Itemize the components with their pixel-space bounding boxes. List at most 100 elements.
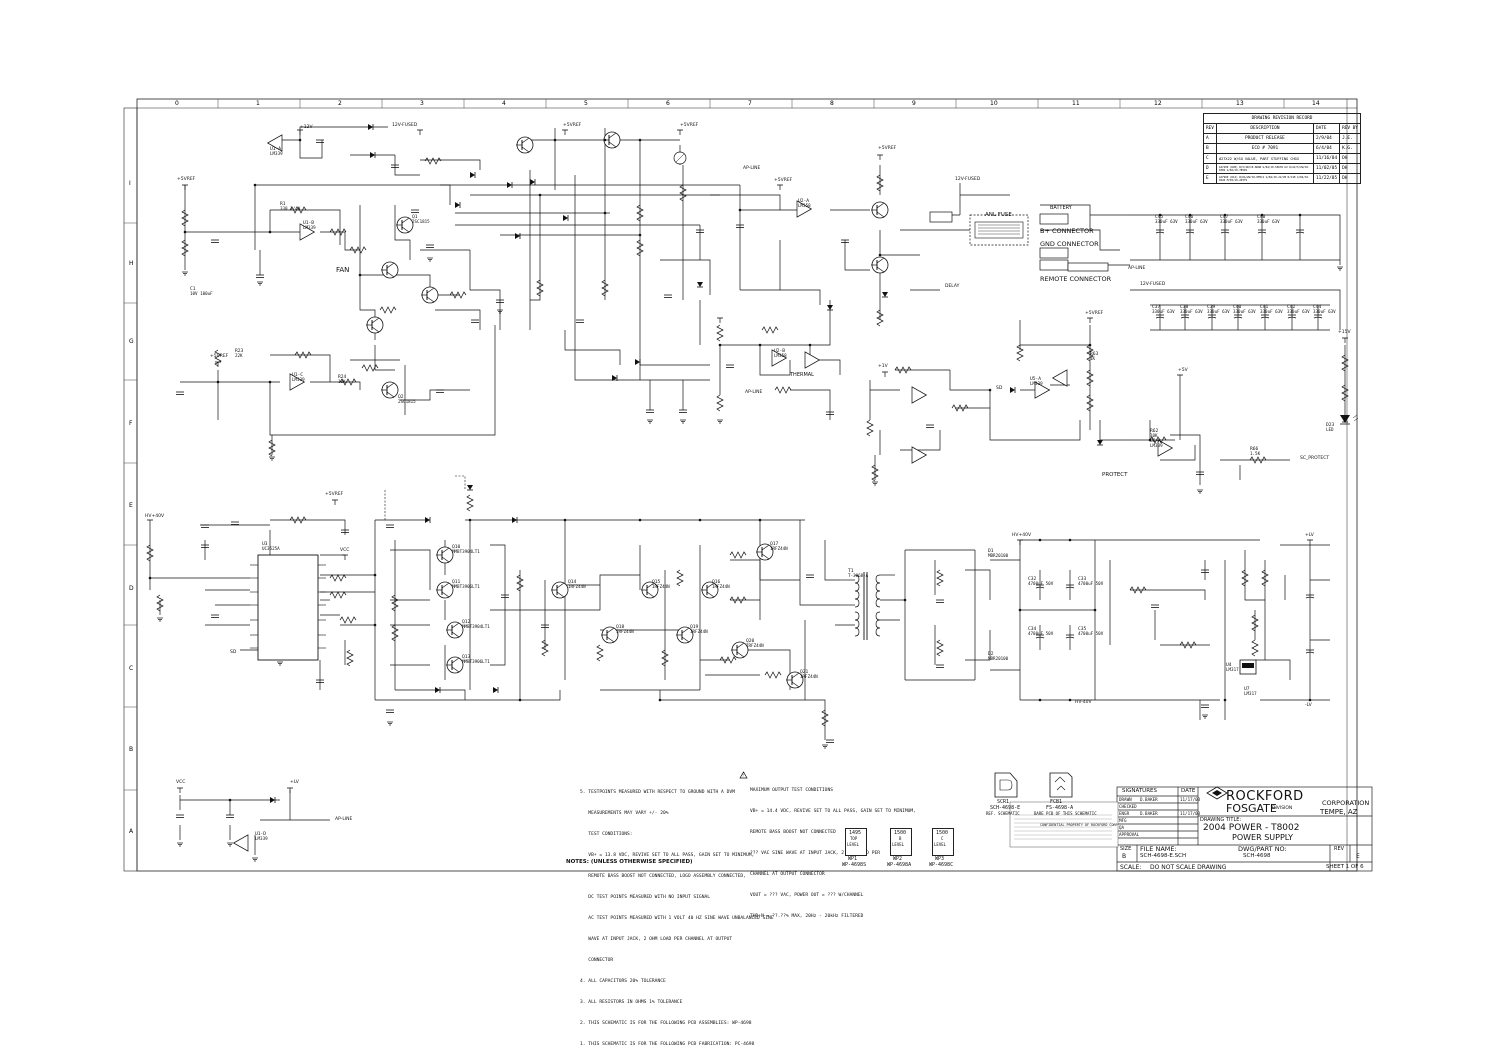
- signature-role: DRAWN: [1119, 797, 1132, 802]
- signature-role: APPROVAL: [1119, 832, 1140, 837]
- row-label: C: [129, 665, 134, 672]
- net-label: +LV: [290, 780, 299, 785]
- row-label: G: [129, 338, 134, 345]
- battery-label: BATTERY: [1050, 205, 1072, 211]
- ref-schematic-icon: [994, 772, 1018, 798]
- part-value-d1: MBR20100: [988, 553, 1009, 558]
- column-label: 6: [666, 100, 670, 107]
- column-label: 11: [1072, 100, 1080, 107]
- part-ref-d1: D1: [988, 548, 994, 554]
- part-value-q16: IRFZ44N: [712, 584, 730, 589]
- ref-schematic-desc: REF. SCHEMATIC: [986, 811, 1020, 816]
- net-label: -LV: [1305, 703, 1312, 708]
- part-value-r63: 1K: [1090, 356, 1096, 361]
- corporation-label: CORPORATION: [1322, 799, 1370, 807]
- revision-cell: J.E.: [1339, 133, 1361, 144]
- drawing-title-label: DRAWING TITLE:: [1200, 817, 1242, 823]
- net-label: +1V: [878, 364, 888, 369]
- dwg-part-value: SCH-4698: [1243, 853, 1271, 859]
- anl-fuse-label: ANL FUSE: [985, 212, 1012, 218]
- schematic-sheet: !: [123, 98, 1373, 872]
- signature-date: 11/17/03: [1180, 797, 1201, 802]
- net-label: +5VREF: [1085, 311, 1104, 316]
- note-line: WAVE AT INPUT JACK, 2 OHM LOAD PER CHANN…: [580, 937, 733, 942]
- level-line: TOP: [850, 836, 858, 841]
- part-ref-r23: R23: [235, 348, 244, 354]
- part-ref-q17: Q17: [770, 541, 779, 547]
- net-label: 12V-FUSED: [955, 177, 981, 182]
- dwg-part-label: DWG/PART NO:: [1238, 845, 1287, 853]
- wires-top-middle: [440, 128, 740, 410]
- revision-cell: DH: [1339, 173, 1361, 184]
- revision-header: DATE: [1312, 123, 1341, 134]
- part-value-c47: 330uF 63V: [1220, 219, 1243, 224]
- part-value-c33: 4700uF 50V: [1078, 581, 1104, 586]
- net-label: +15V: [1338, 330, 1351, 335]
- part-value-q21: IRFZ44N: [800, 674, 818, 679]
- row-label: D: [129, 585, 134, 592]
- part-value-q17: IRFZ44N: [770, 546, 788, 551]
- part-value-q18: IRFZ44N: [616, 629, 634, 634]
- part-value-u6: LM339: [1150, 443, 1163, 448]
- part-value-c40: 330uF 63V: [1233, 309, 1256, 314]
- column-label: 10: [990, 100, 998, 107]
- net-label: SC_PROTECT: [1300, 456, 1330, 461]
- company-name: ROCKFORD: [1226, 789, 1304, 804]
- level-line: B: [899, 836, 902, 841]
- part-ref-u6: U6-A: [1150, 438, 1161, 444]
- part-value-q20: IRFZ44N: [746, 643, 764, 648]
- part-value-u2a: LM358: [798, 203, 811, 208]
- remote-connector-label: REMOTE CONNECTOR: [1040, 275, 1112, 283]
- part-value-u2b: LM358: [774, 353, 787, 358]
- part-ref-c42: C42: [1287, 304, 1296, 310]
- fan-label: FAN: [336, 266, 350, 274]
- pcb-ref-desc: BARE PCB OF THIS SCHEMATIC: [1034, 811, 1097, 816]
- gnd-connector-label: GND CONNECTOR: [1040, 240, 1099, 248]
- revision-cell: B: [1203, 143, 1217, 154]
- part-value-q2: 2SC1815: [398, 399, 416, 404]
- net-label: +5VREF: [325, 492, 344, 497]
- note-line: TEST CONDITIONS:: [580, 832, 633, 837]
- column-label: 0: [175, 100, 179, 107]
- part-ref-c40: C40: [1233, 304, 1242, 310]
- part-ref-c41: C41: [1260, 304, 1269, 310]
- net-label: AP-LINE: [335, 817, 353, 822]
- part-ref-c46: C46: [1185, 214, 1194, 220]
- part-value-q10: MMBT3904LT1: [452, 549, 480, 554]
- power-flags: [146, 129, 1349, 794]
- revision-cell: D: [1203, 163, 1217, 174]
- part-value-u1d: LM339: [255, 836, 268, 841]
- transformer-t1: [854, 572, 881, 640]
- note-line: THD+N = ??.??% MAX, 20Hz - 20kHz FILTERE…: [750, 914, 864, 919]
- part-value-q13: MMBT3906LT1: [462, 659, 490, 664]
- confidential-text: CONFIDENTIAL PROPERTY OF ROCKFORD CORP: [1040, 823, 1118, 827]
- signature-role: MFG: [1119, 818, 1127, 823]
- level-num: 1495: [849, 830, 862, 836]
- wires-right-top: [960, 194, 1346, 420]
- note-line: VOUT = ??? VAC, POWER OUT = ??? W/CHANNE…: [750, 893, 864, 898]
- part-value-c46: 330uF 63V: [1185, 219, 1208, 224]
- part-ref-q16: Q16: [712, 579, 721, 585]
- part-ref-u5: U5-A: [1030, 376, 1041, 382]
- part-ref-c37: C37: [1152, 304, 1161, 310]
- part-ref-c38: C38: [1180, 304, 1189, 310]
- pcb-ref-label: FCB1: [1050, 799, 1063, 805]
- wires-top-right-of-center: [710, 165, 1081, 480]
- level-line: LEVEL: [892, 842, 905, 847]
- part-ref-d23: D23: [1326, 422, 1335, 428]
- confidential-box: [1009, 801, 1119, 848]
- wires-bottom-regulator: [179, 790, 330, 855]
- part-ref-r24: R24: [338, 374, 347, 380]
- part-ref-r62: R62: [1150, 428, 1159, 434]
- part-ref-q2: Q2: [398, 394, 404, 400]
- rockford-logo-icon: [1206, 786, 1228, 800]
- revision-header: REV: [1203, 123, 1217, 134]
- revision-cell: A27490 (R28) W/5/2W/10-6RGB G/R4/10-5663…: [1215, 163, 1314, 174]
- date-header: DATE: [1181, 788, 1196, 794]
- part-value-c41: 330uF 63V: [1260, 309, 1283, 314]
- net-label: +5VREF: [680, 123, 699, 128]
- part-ref-c33: C33: [1078, 576, 1087, 582]
